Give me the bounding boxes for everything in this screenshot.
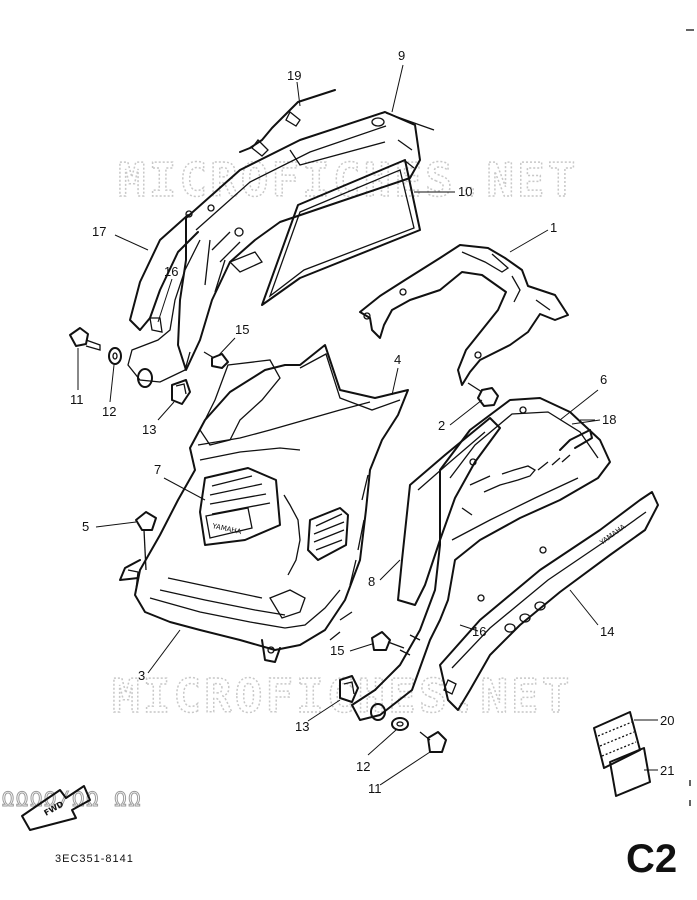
callout-16b: 16 bbox=[472, 624, 486, 639]
callout-18: 18 bbox=[602, 412, 616, 427]
part-washer-upper bbox=[108, 347, 122, 365]
part-bolt-upper bbox=[69, 327, 101, 351]
part-vent-grille: YAMAHA bbox=[199, 467, 349, 561]
callout-3: 3 bbox=[138, 668, 145, 683]
part-inner-side-panel bbox=[397, 417, 501, 606]
part-wire-bracket bbox=[239, 89, 435, 157]
callout-17: 17 bbox=[92, 224, 106, 239]
part-nut bbox=[467, 382, 499, 407]
callout-12b: 12 bbox=[356, 759, 370, 774]
part-bolt-5 bbox=[135, 511, 157, 571]
callout-15b: 15 bbox=[330, 643, 344, 658]
callout-6: 6 bbox=[600, 372, 607, 387]
callout-4: 4 bbox=[394, 352, 401, 367]
callout-9: 9 bbox=[398, 48, 405, 63]
part-decal-21 bbox=[609, 747, 651, 797]
part-grommet-lower bbox=[370, 703, 386, 721]
part-front-shield bbox=[119, 344, 409, 663]
part-clip-lower bbox=[339, 675, 359, 703]
callout-13b: 13 bbox=[295, 719, 309, 734]
part-bolt-lower bbox=[419, 731, 447, 753]
callout-21: 21 bbox=[660, 763, 674, 778]
callout-8: 8 bbox=[368, 574, 375, 589]
part-screw-upper bbox=[203, 351, 229, 369]
callout-16a: 16 bbox=[164, 264, 178, 279]
callout-11b: 11 bbox=[368, 781, 382, 796]
callout-11a: 11 bbox=[70, 392, 84, 407]
callout-10: 10 bbox=[458, 184, 472, 199]
callout-12a: 12 bbox=[102, 404, 116, 419]
diagram-code: 3EC351-8141 bbox=[55, 853, 134, 865]
part-clip-upper bbox=[171, 379, 191, 405]
part-windscreen-panel bbox=[261, 159, 421, 306]
stamp-text: ΩΩΩΩ/ΩΩ ΩΩ bbox=[2, 787, 142, 811]
callout-5: 5 bbox=[82, 519, 89, 534]
page-label: C2 bbox=[626, 837, 677, 881]
leader-lines bbox=[77, 64, 658, 786]
callout-13a: 13 bbox=[142, 422, 156, 437]
callout-1: 1 bbox=[550, 220, 557, 235]
part-front-upper-cover bbox=[127, 111, 421, 383]
callout-15a: 15 bbox=[235, 322, 249, 337]
part-rear-bracket bbox=[359, 244, 569, 386]
watermark-bottom: MICROFICHES.NET bbox=[112, 669, 572, 723]
trim-brand-text: YAMAHA bbox=[598, 523, 627, 547]
part-screw-lower bbox=[371, 631, 405, 651]
callout-14: 14 bbox=[600, 624, 614, 639]
callout-numbers: 9 19 10 17 16 1 15 11 12 13 4 6 2 18 7 5… bbox=[70, 48, 674, 796]
callout-2: 2 bbox=[438, 418, 445, 433]
part-grommet-upper bbox=[137, 368, 153, 388]
callout-19: 19 bbox=[287, 68, 301, 83]
callout-7: 7 bbox=[154, 462, 161, 477]
callout-20: 20 bbox=[660, 713, 674, 728]
part-washer-lower bbox=[391, 717, 409, 731]
